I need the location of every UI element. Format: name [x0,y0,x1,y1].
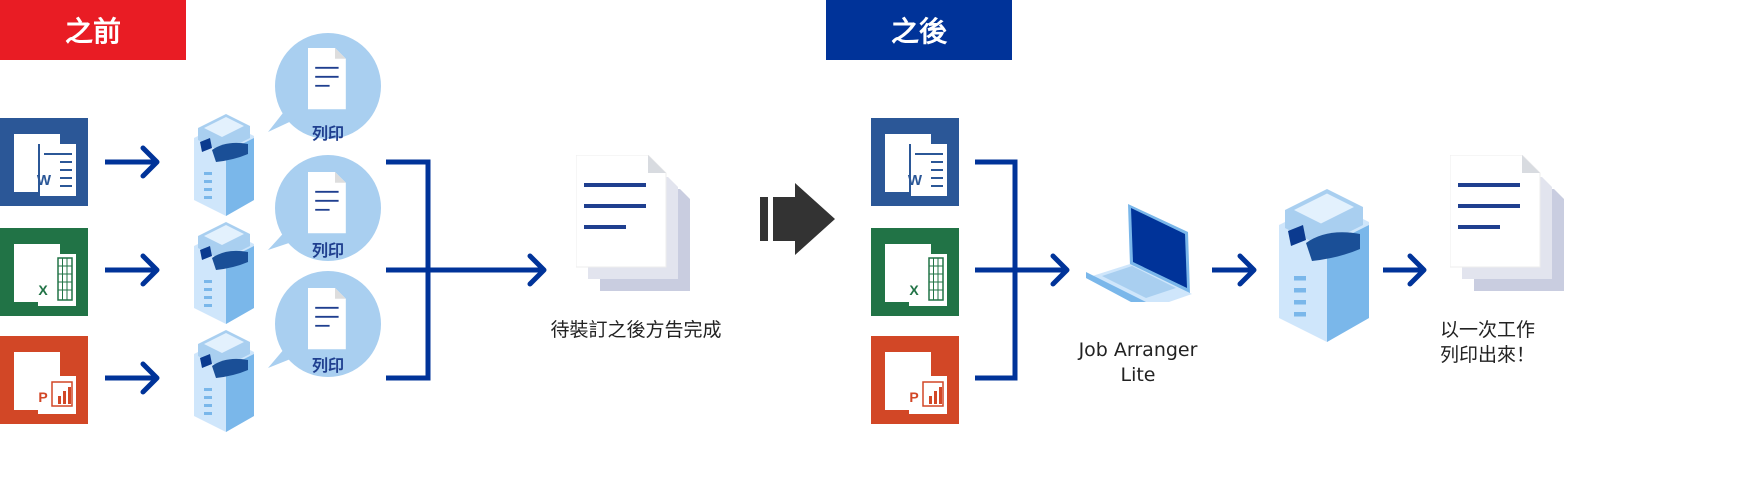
after-label: 之後 [826,0,1012,60]
document-stack-icon [576,155,692,293]
printer-icon [194,222,254,324]
word-icon: W [0,118,88,206]
svg-text:P: P [909,389,918,405]
printer-icon [194,114,254,216]
powerpoint-icon: P [0,336,88,424]
laptop-icon [1086,204,1192,302]
powerpoint-icon: P [871,336,959,424]
printer-icon [194,330,254,432]
svg-text:X: X [909,282,919,298]
print-bubble-label: 列印 [311,124,344,143]
word-icon: W [871,118,959,206]
software-caption-line1: Job Arranger [1078,339,1198,361]
document-stack-icon [1450,155,1566,293]
big-arrow-icon [760,183,835,255]
excel-icon: X [871,228,959,316]
result-caption-line1: 以一次工作 [1440,319,1536,341]
software-caption-line2: Lite [1120,364,1156,386]
print-bubble-label: 列印 [311,241,344,260]
printer-icon [1279,189,1369,342]
excel-icon: X [0,228,88,316]
svg-text:P: P [38,389,47,405]
before-caption: 待裝訂之後方告完成 [550,319,722,341]
before-label: 之前 [0,0,186,60]
svg-text:W: W [908,172,923,189]
result-caption-line2: 列印出來！ [1440,344,1536,366]
print-bubble-label: 列印 [311,356,344,375]
software-caption: Job Arranger Lite [1058,338,1218,388]
svg-text:X: X [38,282,48,298]
result-caption: 以一次工作 列印出來！ [1440,318,1580,368]
svg-text:W: W [37,172,52,189]
